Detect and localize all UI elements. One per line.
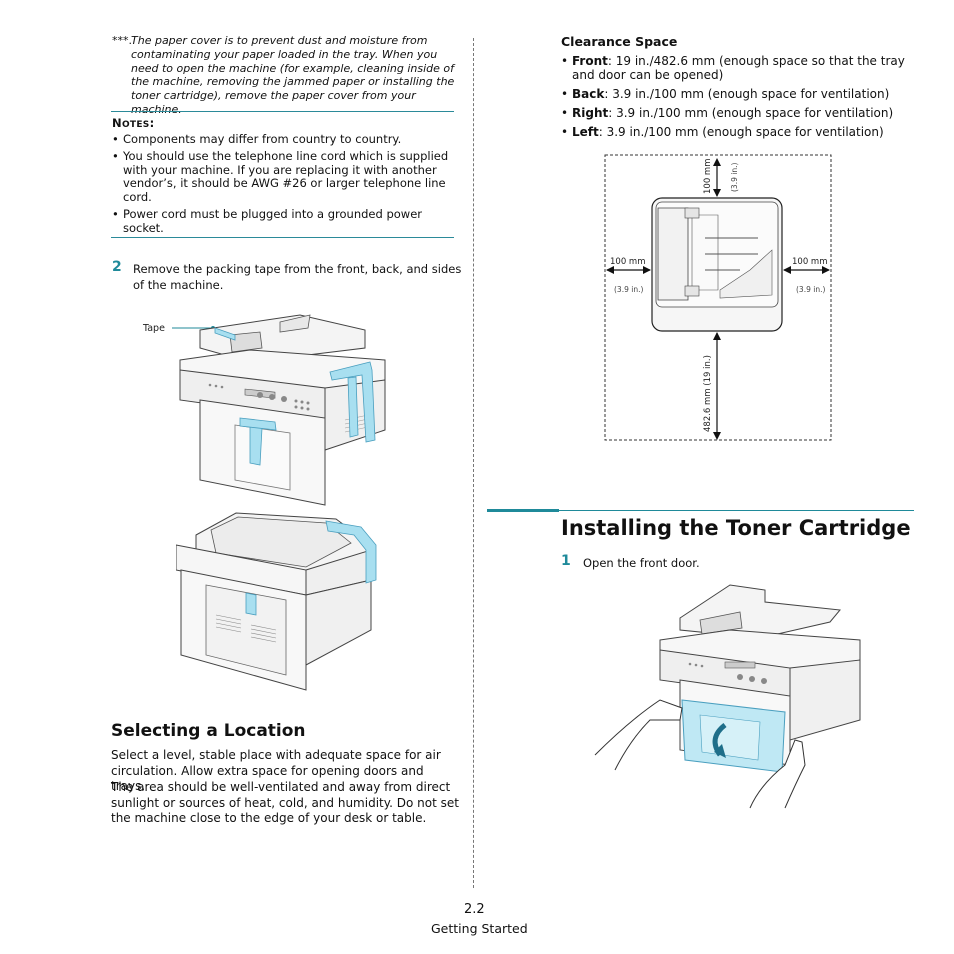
page-number: 2.2 xyxy=(464,902,485,917)
step-1-text: Open the front door. xyxy=(583,556,700,570)
notes-list: Components may differ from country to co… xyxy=(112,132,452,239)
notes-bottom-rule xyxy=(111,237,454,238)
clearance-item-back: Back: 3.9 in./100 mm (enough space for v… xyxy=(561,87,911,101)
note-item: You should use the telephone line cord w… xyxy=(112,149,452,204)
column-divider xyxy=(473,38,474,888)
left-clearance-mm: 100 mm xyxy=(610,257,646,267)
machine-tape-front-illustration: Tape xyxy=(142,314,386,506)
right-clearance-in: (3.9 in.) xyxy=(796,285,825,294)
clearance-diagram: 100 mm (3.9 in.) 100 mm (3.9 in.) 100 mm… xyxy=(604,154,832,441)
footnote: ***. The paper cover is to prevent dust … xyxy=(112,34,462,117)
machine-tape-rear-illustration xyxy=(176,512,377,691)
open-front-door-illustration xyxy=(594,584,861,809)
top-clearance-mm: 100 mm xyxy=(703,159,713,195)
selecting-paragraph-1: Select a level, stable place with adequa… xyxy=(111,748,441,793)
left-clearance-in: (3.9 in.) xyxy=(614,285,643,294)
section-rule-thin xyxy=(559,510,914,511)
footnote-mark: ***. xyxy=(112,34,132,47)
top-clearance-in: (3.9 in.) xyxy=(730,163,739,192)
clearance-list: Front: 19 in./482.6 mm (enough space so … xyxy=(561,54,911,144)
toner-section-heading: Installing the Toner Cartridge xyxy=(561,516,911,540)
step-2-number: 2 xyxy=(112,259,122,275)
clearance-item-front: Front: 19 in./482.6 mm (enough space so … xyxy=(561,54,911,82)
right-clearance-mm: 100 mm xyxy=(792,257,828,267)
front-clearance-label: 482.6 mm (19 in.) xyxy=(703,355,713,432)
step-2-text: Remove the packing tape from the front, … xyxy=(133,262,462,292)
footnote-text: The paper cover is to prevent dust and m… xyxy=(131,34,455,116)
notes-top-rule xyxy=(111,111,454,112)
notes-heading: NOTES: xyxy=(112,116,155,130)
clearance-item-right: Right: 3.9 in./100 mm (enough space for … xyxy=(561,106,911,120)
footer-section-name: Getting Started xyxy=(431,921,528,936)
note-item: Components may differ from country to co… xyxy=(112,132,452,147)
tape-label: Tape xyxy=(142,323,165,334)
selecting-location-heading: Selecting a Location xyxy=(111,721,306,741)
clearance-item-left: Left: 3.9 in./100 mm (enough space for v… xyxy=(561,125,911,139)
note-item: Power cord must be plugged into a ground… xyxy=(112,207,452,235)
selecting-paragraph-2: The area should be well-ventilated and a… xyxy=(111,780,459,825)
clearance-heading: Clearance Space xyxy=(561,34,678,49)
step-1-number: 1 xyxy=(561,553,571,569)
section-rule-thick xyxy=(487,509,559,512)
